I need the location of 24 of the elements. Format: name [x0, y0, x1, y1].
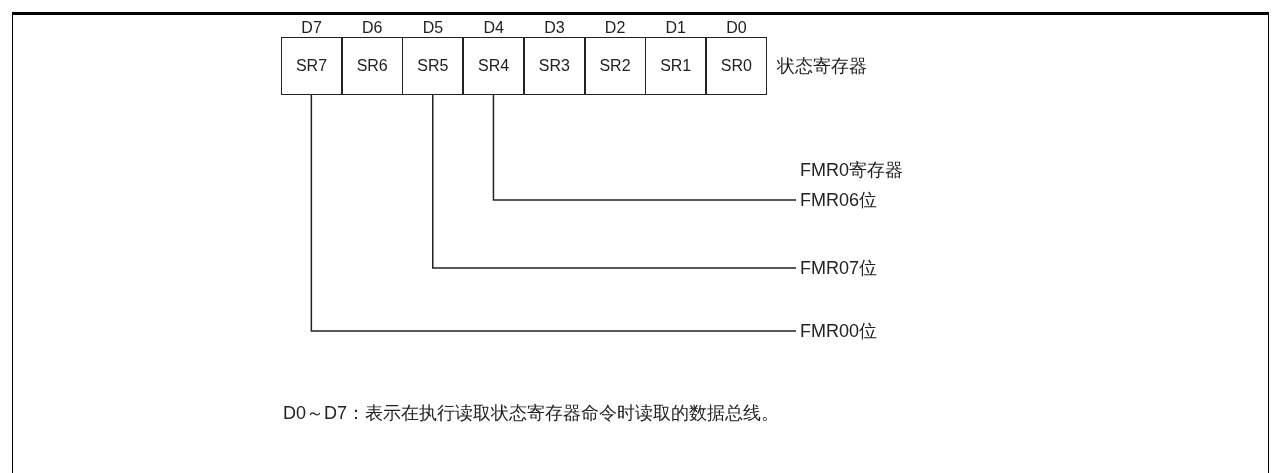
leader-line	[432, 94, 797, 269]
bit-name-label: FMR00位	[800, 321, 877, 341]
bit-number-label: D0	[726, 18, 747, 38]
register-bit-cell: SR0	[705, 37, 767, 95]
register-bit-cell: SR2	[584, 37, 646, 95]
bit-number-label: D2	[604, 18, 626, 38]
bit-number-label: D1	[665, 18, 686, 38]
register-name-label: FMR0寄存器	[800, 160, 903, 180]
register-bit-cell: SR1	[645, 37, 707, 95]
register-bit-cell: SR4	[463, 37, 525, 95]
caption: D0～D7：表示在执行读取状态寄存器命令时读取的数据总线。	[283, 403, 780, 423]
bit-number-label: D7	[301, 18, 322, 38]
register-bit-cell: SR5	[402, 37, 464, 95]
register-bit-cell: SR6	[341, 37, 403, 95]
register-bit-cell: SR3	[523, 37, 585, 95]
bit-number-label: D6	[362, 18, 383, 38]
bit-name-label: FMR07位	[800, 258, 877, 278]
bit-number-label: D5	[422, 18, 444, 38]
bit-number-label: D4	[483, 18, 504, 38]
leader-line	[492, 94, 797, 201]
register-bit-cell: SR7	[281, 37, 342, 95]
leader-line	[310, 94, 797, 332]
bit-number-label: D3	[544, 18, 565, 38]
bit-name-label: FMR06位	[800, 190, 877, 210]
